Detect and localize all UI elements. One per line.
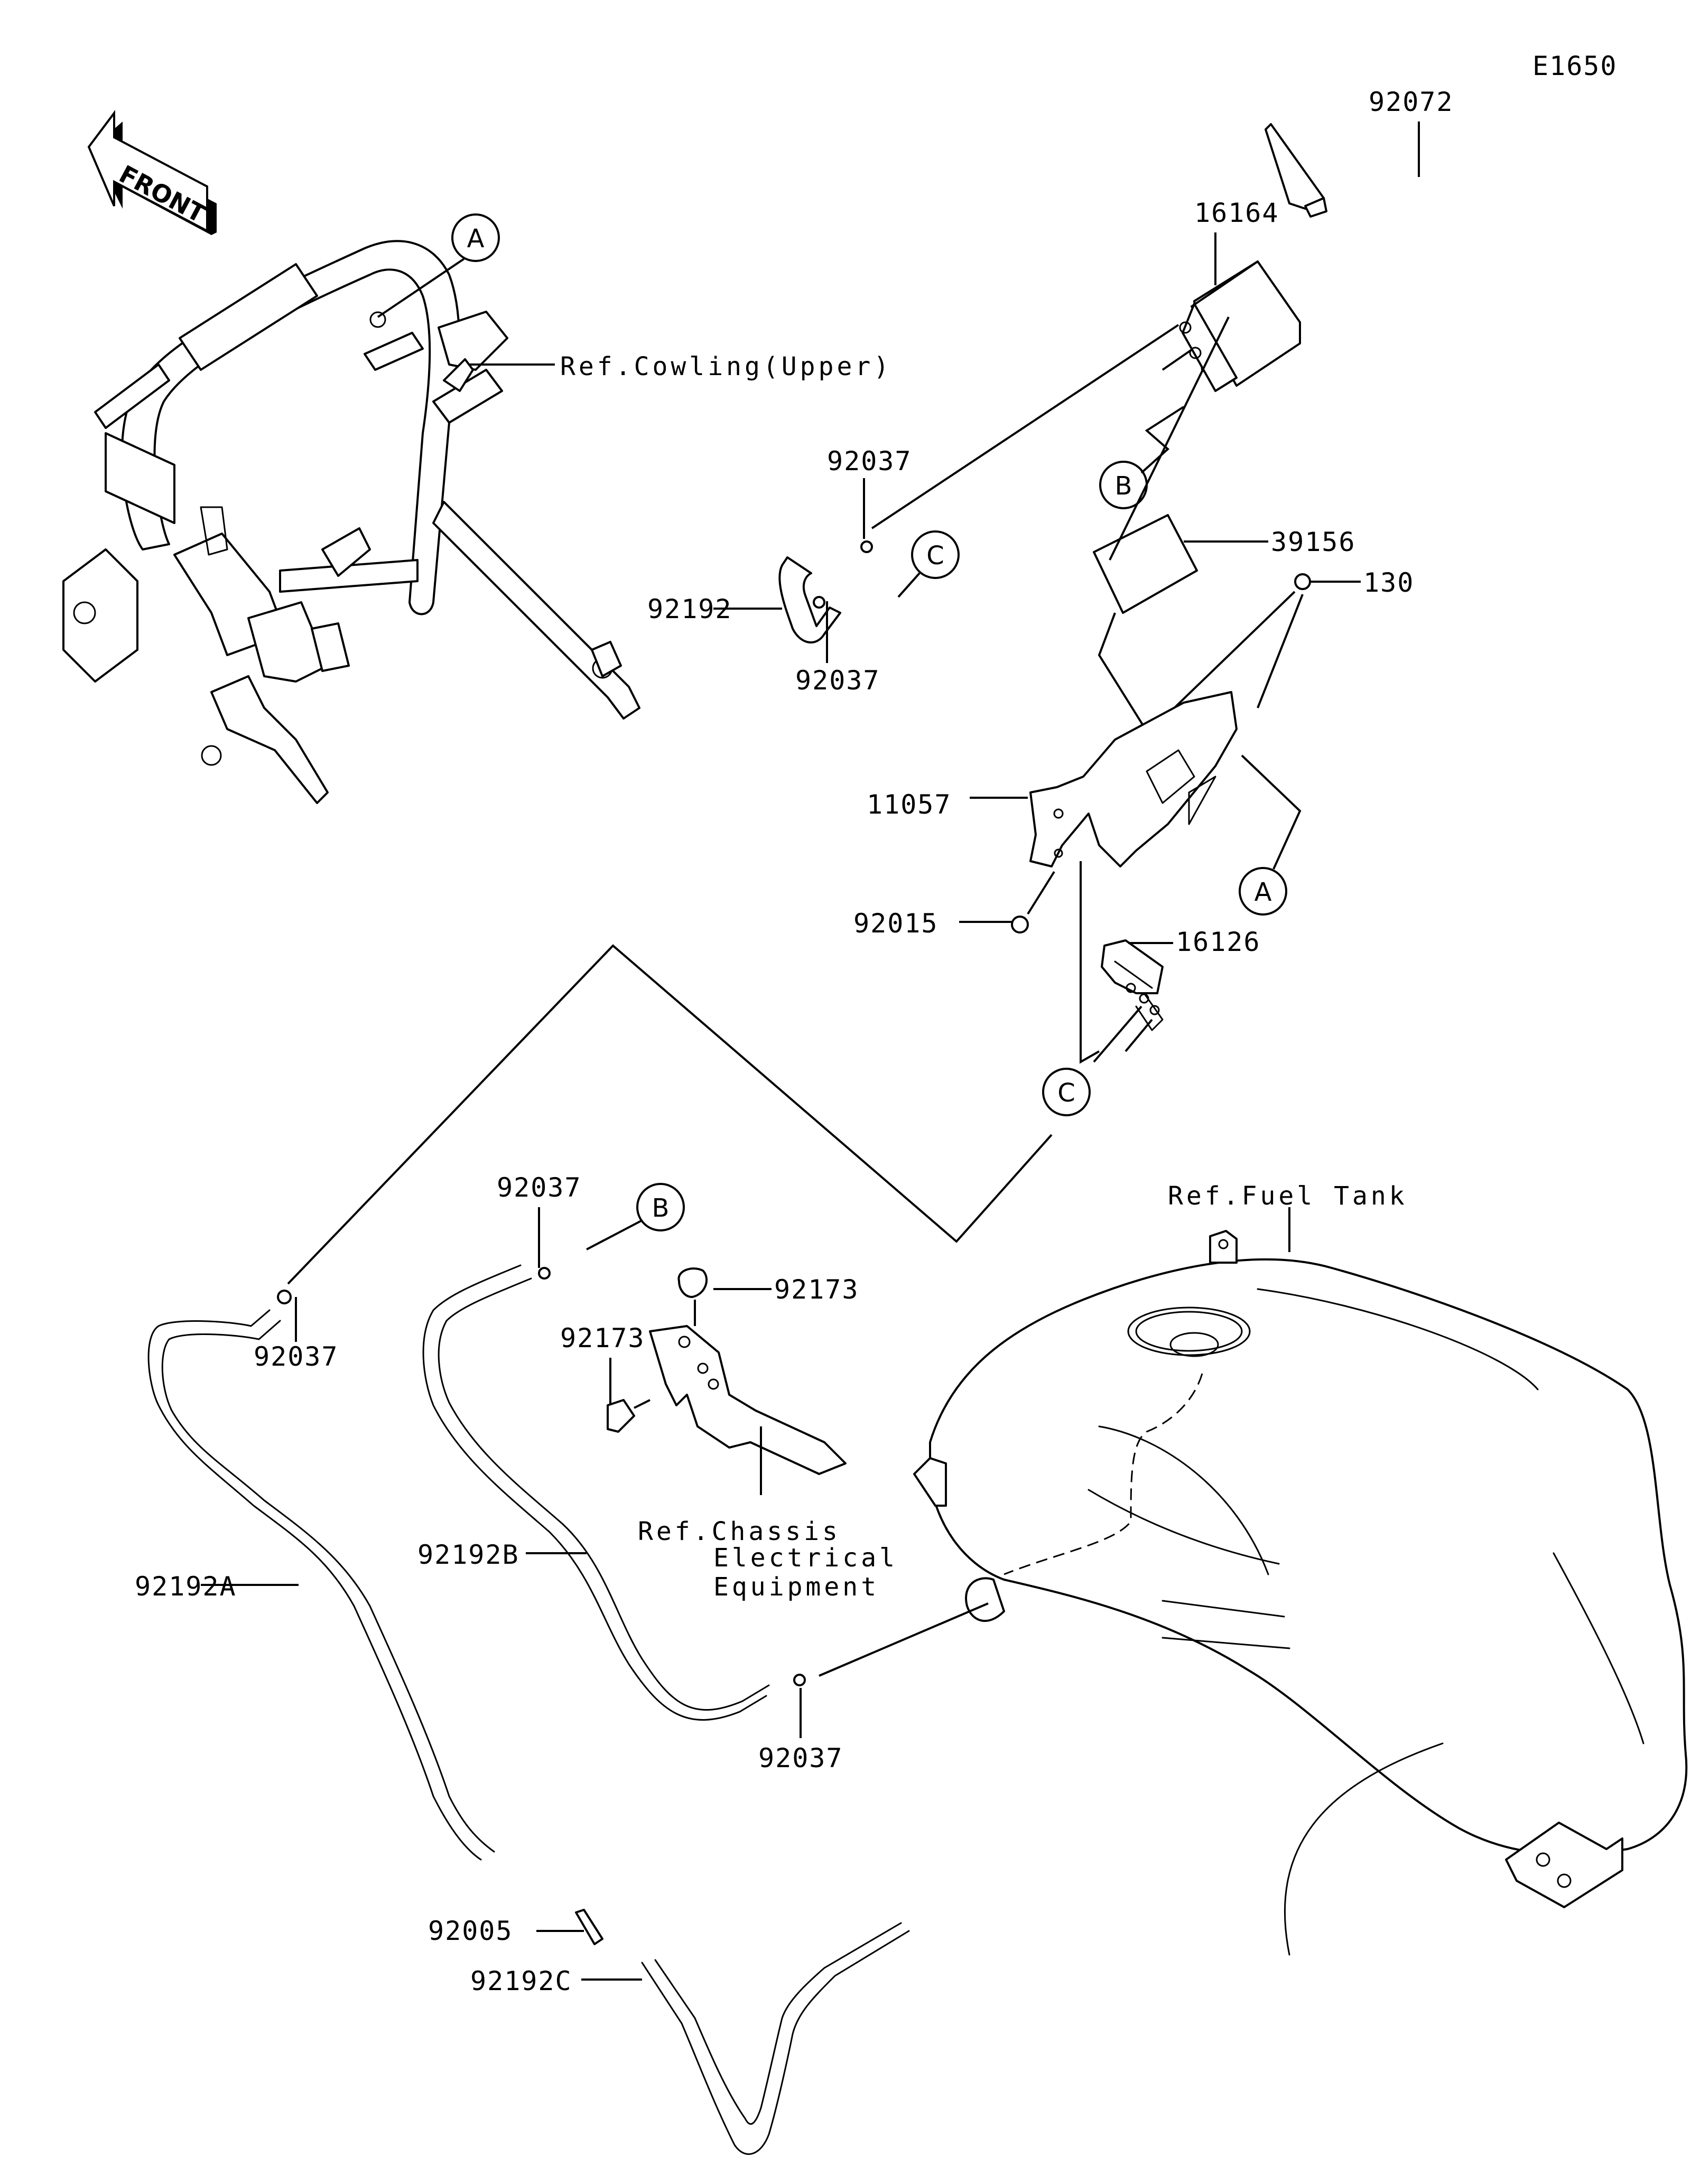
part-92005-joint: 92005 <box>428 1909 603 1946</box>
leader-sticker-to-bracket <box>1098 612 1153 741</box>
svg-text:92192: 92192 <box>647 594 732 624</box>
part-92037-clamp-a: 92037 <box>254 1290 339 1372</box>
part-39156-label-sticker: 39156 <box>1093 316 1356 614</box>
part-92037-clamp-bottom: 92037 <box>758 1602 989 1774</box>
ref-cowling-label: Ref.Cowling(Upper) <box>560 352 892 381</box>
svg-text:92072: 92072 <box>1369 87 1454 117</box>
diagram-code: E1650 <box>1532 51 1618 81</box>
part-92015-nut: 92015 <box>853 871 1055 939</box>
part-92192-hose: 92192 <box>647 556 841 643</box>
svg-text:A: A <box>1255 878 1272 907</box>
svg-text:92173: 92173 <box>560 1323 645 1354</box>
part-92072-callout: 92072 <box>1265 87 1454 218</box>
connection-marker-b-lower: B <box>586 1183 685 1250</box>
part-92037-clamp-top: 92037 <box>827 446 912 553</box>
ref-cowling-callout: Ref.Cowling(Upper) <box>443 352 892 392</box>
svg-text:92037: 92037 <box>758 1743 843 1774</box>
part-16126-valve: 16126 <box>1093 927 1261 1063</box>
svg-text:92192B: 92192B <box>417 1539 519 1570</box>
part-92173-clip-left: 92173 <box>560 1323 651 1433</box>
svg-text:B: B <box>652 1193 670 1223</box>
connection-marker-b-upper: B <box>1099 406 1185 509</box>
svg-text:92037: 92037 <box>497 1172 582 1203</box>
part-92192a-hose: 92192A <box>135 1309 495 1861</box>
svg-text:A: A <box>467 224 485 254</box>
svg-text:92037: 92037 <box>254 1341 339 1372</box>
ref-chassis-line2: Electrical <box>713 1543 898 1573</box>
part-92192c-hose: 92192C <box>470 1922 910 2155</box>
svg-text:16164: 16164 <box>1194 198 1279 228</box>
svg-text:92037: 92037 <box>827 446 912 477</box>
svg-text:92192A: 92192A <box>135 1571 237 1602</box>
connection-marker-c-lower: C <box>287 861 1100 1285</box>
svg-text:39156: 39156 <box>1271 527 1356 557</box>
front-arrow-icon: FRONT <box>87 110 217 235</box>
svg-text:92173: 92173 <box>774 1274 859 1305</box>
part-92037-clamp-b: 92037 <box>497 1172 582 1280</box>
ref-chassis-line3: Equipment <box>713 1572 879 1602</box>
svg-text:11057: 11057 <box>867 789 952 820</box>
chassis-bracket: Ref.Chassis Electrical Equipment <box>638 1325 898 1602</box>
fuel-tank: Ref.Fuel Tank <box>913 1181 1688 1956</box>
connection-marker-a-top: A <box>377 213 500 318</box>
svg-text:92015: 92015 <box>853 908 939 939</box>
part-16164-canister: 16164 <box>871 198 1301 529</box>
ref-chassis-line1: Ref.Chassis <box>638 1517 841 1546</box>
svg-text:16126: 16126 <box>1176 927 1261 957</box>
connection-marker-a-right: A <box>1239 754 1302 916</box>
part-11057-bracket: 11057 <box>867 691 1238 867</box>
svg-text:92005: 92005 <box>428 1916 513 1946</box>
svg-text:92037: 92037 <box>795 665 880 696</box>
svg-text:130: 130 <box>1363 567 1414 598</box>
svg-text:92192C: 92192C <box>470 1966 572 1996</box>
part-92173-clip-right: 92173 <box>677 1267 859 1326</box>
part-92037-clamp-mid: 92037 <box>795 596 880 696</box>
connection-marker-c-upper: C <box>897 530 960 598</box>
svg-text:C: C <box>926 541 944 571</box>
svg-text:B: B <box>1115 471 1132 501</box>
svg-text:C: C <box>1057 1078 1075 1108</box>
part-92192b-hose: 92192B <box>417 1264 770 1721</box>
front-frame-assembly <box>62 240 640 804</box>
ref-fuel-tank-label: Ref.Fuel Tank <box>1168 1181 1408 1211</box>
